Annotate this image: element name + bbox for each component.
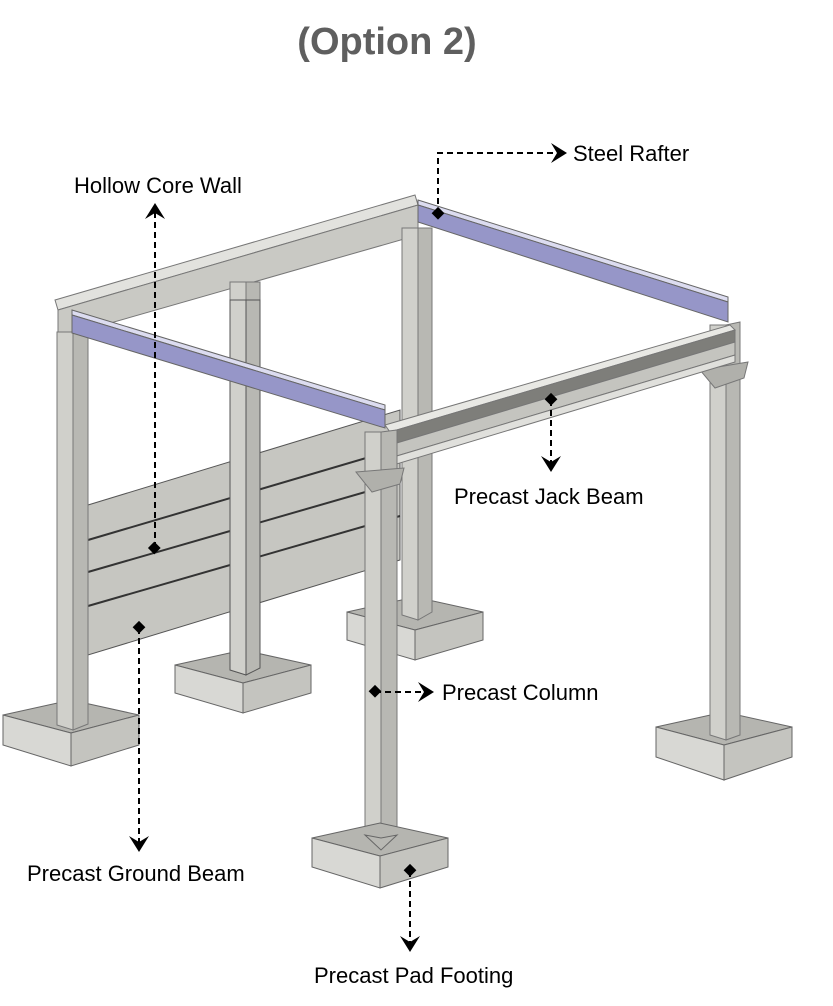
annotation-ground-beam: Precast Ground Beam — [27, 620, 245, 886]
annotation-column: Precast Column — [368, 680, 599, 705]
footing-front-center — [311, 822, 449, 889]
steel-rafter-left — [71, 309, 386, 429]
steel-rafter-right — [417, 199, 729, 323]
label-precast-jack-beam: Precast Jack Beam — [454, 484, 644, 509]
label-precast-column: Precast Column — [442, 680, 599, 705]
label-steel-rafter: Steel Rafter — [573, 141, 689, 166]
annotation-jack-beam: Precast Jack Beam — [454, 392, 644, 509]
diagram-title: (Option 2) — [297, 21, 476, 63]
hollow-core-wall — [87, 299, 401, 676]
label-precast-pad-footing: Precast Pad Footing — [314, 963, 513, 988]
annotation-hollow-core-wall: Hollow Core Wall — [74, 173, 242, 555]
label-precast-ground-beam: Precast Ground Beam — [27, 861, 245, 886]
precast-column-front-center — [355, 429, 405, 851]
precast-column-front-left — [56, 331, 89, 731]
precast-column-right — [699, 321, 749, 741]
precast-jack-beam — [384, 324, 736, 467]
label-hollow-core-wall: Hollow Core Wall — [74, 173, 242, 198]
annotation-pad-footing: Precast Pad Footing — [314, 863, 513, 988]
annotation-steel-rafter: Steel Rafter — [431, 141, 689, 220]
